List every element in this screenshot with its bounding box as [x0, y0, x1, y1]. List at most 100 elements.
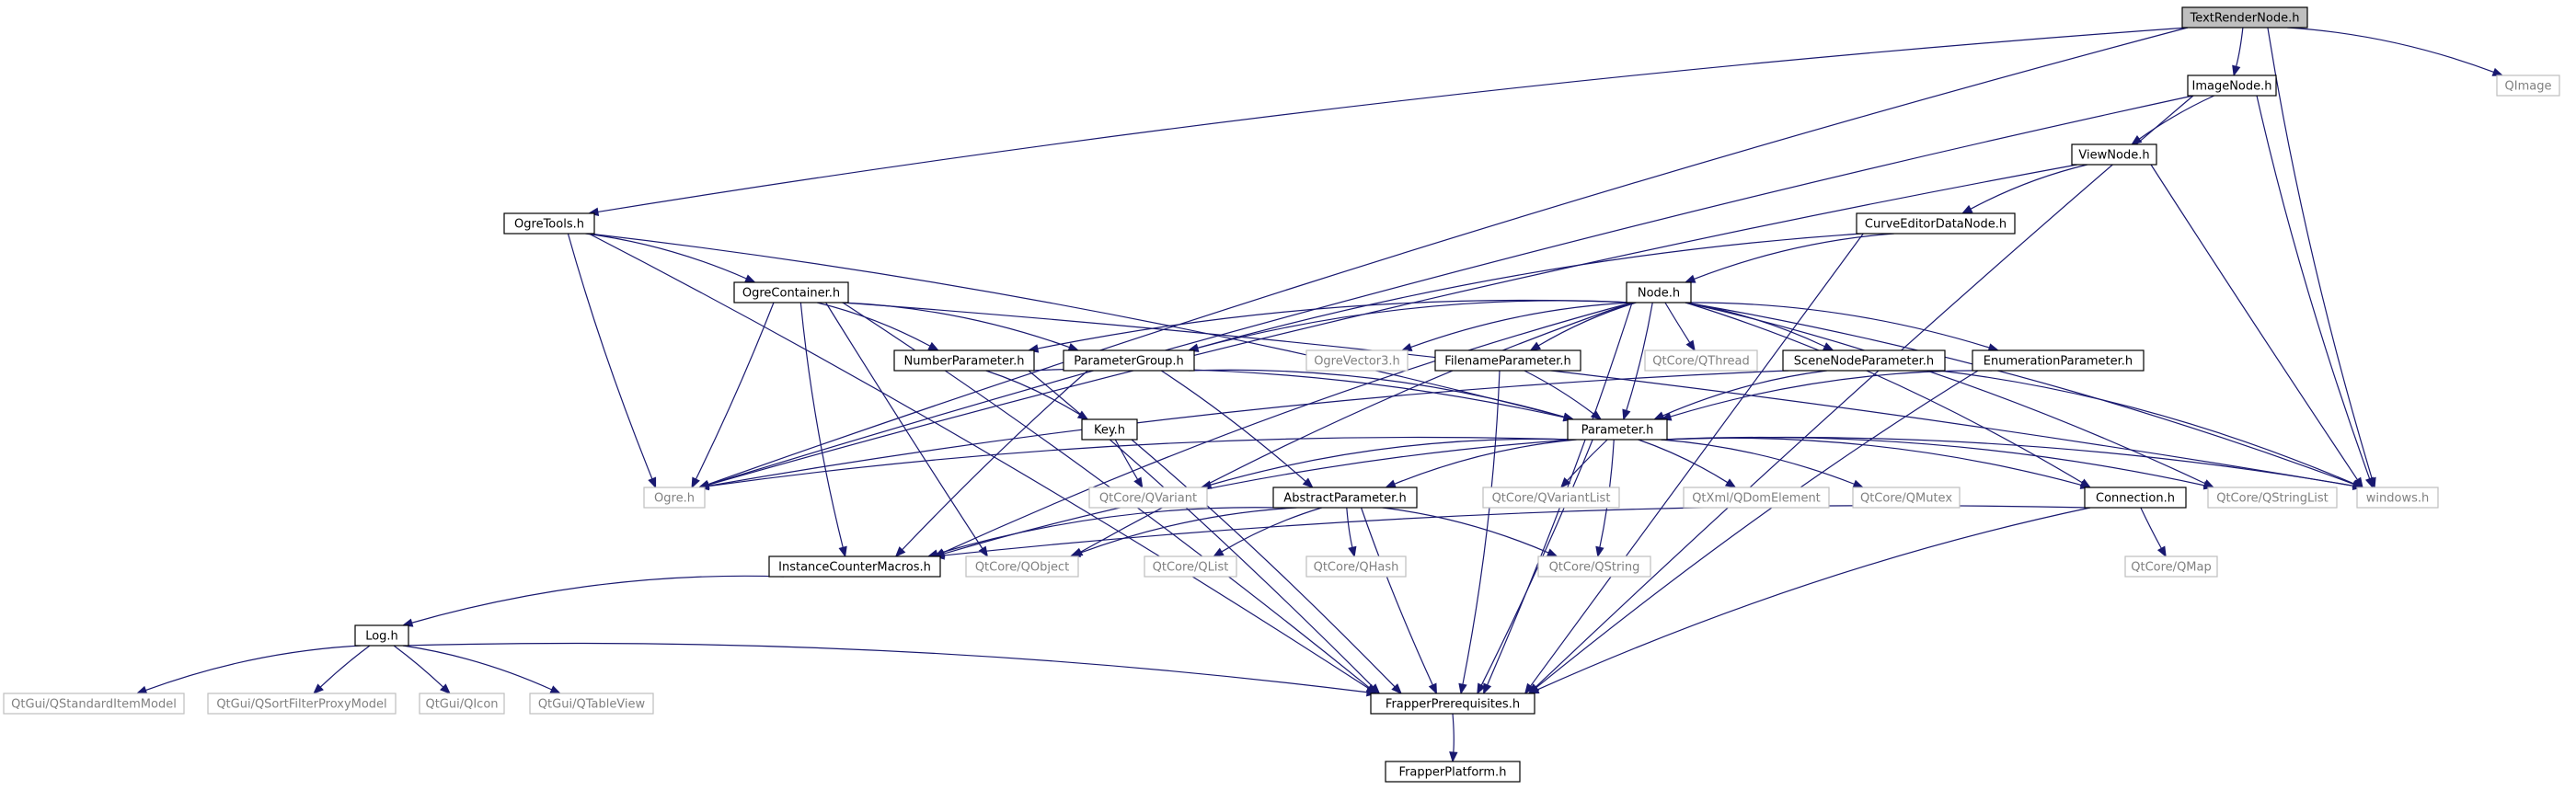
edge-parameter-h-to-qtcore-qmutex — [1661, 439, 1865, 488]
node-label: Node.h — [1638, 287, 1680, 301]
node-box — [1537, 555, 1651, 578]
node-box — [1683, 487, 1830, 509]
node-abstractparameter-h[interactable]: AbstractParameter.h — [1272, 487, 1418, 509]
edge-ogrecontainer-h-to-instancecountermacros-h — [799, 302, 847, 558]
edge-log-h-to-qtgui-qtableview — [402, 645, 562, 694]
node-label: InstanceCounterMacros.h — [778, 561, 931, 575]
node-instancecountermacros-h[interactable]: InstanceCounterMacros.h — [768, 555, 941, 578]
edge-ogretools-h-to-ogre-h — [567, 233, 657, 489]
node-frapperplatform-h[interactable]: FrapperPlatform.h — [1385, 761, 1521, 783]
node-box — [207, 693, 397, 715]
node-box — [1852, 487, 1961, 509]
edge-textrendernode-h-to-windows-h — [2267, 27, 2376, 489]
node-box — [2496, 74, 2560, 97]
node-box — [3, 693, 185, 715]
edge-curveeditordatanode-h-to-parametergroup-h — [1187, 233, 1863, 352]
edge-key-h-to-frapperprerequisites-h — [1131, 439, 1402, 694]
edge-node-h-to-parameter-h — [1622, 302, 1653, 421]
edge-textrendernode-h-to-ogretools-h — [587, 27, 2189, 217]
node-numberparameter-h[interactable]: NumberParameter.h — [893, 349, 1035, 372]
node-label: CurveEditorDataNode.h — [1865, 218, 2007, 232]
node-qtcore-qvariant: QtCore/QVariant — [1088, 487, 1208, 509]
edge-parameter-h-to-qtxml-qdomelement — [1638, 439, 1737, 488]
node-qtgui-qstandarditemmodel: QtGui/QStandardItemModel — [3, 693, 185, 715]
edge-log-h-to-qtgui-qicon — [393, 645, 451, 694]
node-box — [419, 693, 505, 715]
node-label: QtCore/QHash — [1314, 561, 1399, 575]
node-label: QtGui/QStandardItemModel — [11, 698, 177, 712]
node-label: QImage — [2505, 80, 2552, 94]
node-box — [1370, 693, 1535, 715]
node-label: OgreContainer.h — [742, 287, 840, 301]
edge-connection-h-to-frapperprerequisites-h — [1527, 507, 2091, 694]
node-qtcore-qmap: QtCore/QMap — [2124, 555, 2218, 578]
node-ogrecontainer-h[interactable]: OgreContainer.h — [733, 281, 849, 303]
edge-ogrecontainer-h-to-ogre-h — [691, 302, 775, 489]
edge-node-h-to-qtcore-qstringlist — [1685, 302, 2215, 488]
node-log-h[interactable]: Log.h — [354, 624, 409, 647]
edge-textrendernode-h-to-qimage — [2287, 27, 2504, 76]
edge-filenameparameter-h-to-frapperprerequisites-h — [1458, 370, 1501, 695]
node-qtxml-qdomelement: QtXml/QDomElement — [1683, 487, 1830, 509]
node-connection-h[interactable]: Connection.h — [2084, 487, 2187, 509]
edge-viewnode-h-to-windows-h — [2150, 164, 2363, 489]
node-label: AbstractParameter.h — [1283, 492, 1406, 506]
node-parameter-h[interactable]: Parameter.h — [1567, 418, 1668, 441]
node-qtcore-qmutex: QtCore/QMutex — [1852, 487, 1961, 509]
edge-ogrecontainer-h-to-numberparameter-h — [817, 302, 939, 351]
node-parametergroup-h[interactable]: ParameterGroup.h — [1063, 349, 1195, 372]
edge-instancecountermacros-h-to-log-h — [401, 575, 784, 627]
node-label: QtCore/QMap — [2131, 561, 2211, 575]
node-box — [1081, 418, 1138, 441]
edge-abstractparameter-h-to-frapperprerequisites-h — [1360, 507, 1438, 695]
node-imagenode-h[interactable]: ImageNode.h — [2187, 74, 2277, 97]
node-box — [2207, 487, 2338, 509]
node-box — [1088, 487, 1208, 509]
node-ogretools-h[interactable]: OgreTools.h — [503, 212, 595, 235]
edge-ogretools-h-to-ogrecontainer-h — [585, 233, 756, 283]
node-curveeditordatanode-h[interactable]: CurveEditorDataNode.h — [1856, 212, 2016, 235]
edge-curveeditordatanode-h-to-frapperprerequisites-h — [1524, 233, 1864, 695]
node-box — [529, 693, 654, 715]
node-label: FrapperPlatform.h — [1399, 766, 1507, 780]
dependency-edges — [135, 27, 2504, 763]
edge-ogretools-h-to-frapperprerequisites-h — [588, 233, 1378, 694]
node-label: QtGui/QIcon — [425, 698, 498, 712]
node-qtcore-qvariantlist: QtCore/QVariantList — [1482, 487, 1620, 509]
node-box — [643, 487, 706, 509]
node-filenameparameter-h[interactable]: FilenameParameter.h — [1434, 349, 1581, 372]
node-label: QtCore/QMutex — [1860, 492, 1952, 506]
edge-viewnode-h-to-curveeditordatanode-h — [1961, 164, 2088, 214]
node-enumerationparameter-h[interactable]: EnumerationParameter.h — [1972, 349, 2145, 372]
node-qtcore-qlist: QtCore/QList — [1144, 555, 1237, 578]
node-box — [1782, 349, 1946, 372]
node-box — [1972, 349, 2145, 372]
node-label: QtXml/QDomElement — [1692, 492, 1821, 506]
node-box — [2084, 487, 2187, 509]
edge-numberparameter-h-to-frapperprerequisites-h — [1028, 370, 1381, 694]
edge-ogrecontainer-h-to-windows-h — [842, 302, 2364, 490]
node-label: FrapperPrerequisites.h — [1386, 698, 1520, 712]
edge-filenameparameter-h-to-parameter-h — [1524, 370, 1603, 420]
node-viewnode-h[interactable]: ViewNode.h — [2071, 143, 2157, 166]
node-box — [2356, 487, 2439, 509]
node-label: QtCore/QVariant — [1099, 492, 1197, 506]
node-qtcore-qhash: QtCore/QHash — [1305, 555, 1407, 578]
edge-abstractparameter-h-to-qtcore-qstring — [1382, 507, 1558, 557]
node-scenenodeparameter-h[interactable]: SceneNodeParameter.h — [1782, 349, 1946, 372]
node-label: OgreTools.h — [514, 218, 584, 232]
node-box — [1567, 418, 1668, 441]
edge-abstractparameter-h-to-qtcore-qhash — [1346, 507, 1357, 558]
node-qtgui-qtableview: QtGui/QTableView — [529, 693, 654, 715]
node-node-h[interactable]: Node.h — [1626, 281, 1692, 303]
edge-node-h-to-ogrevector3-h — [1400, 302, 1633, 351]
edge-scenenodeparameter-h-to-windows-h — [1938, 370, 2364, 488]
node-textrendernode-h[interactable]: TextRenderNode.h — [2181, 6, 2308, 29]
node-label: ParameterGroup.h — [1074, 355, 1184, 369]
node-qtcore-qobject: QtCore/QObject — [965, 555, 1079, 578]
node-frapperprerequisites-h[interactable]: FrapperPrerequisites.h — [1370, 693, 1535, 715]
edge-parameter-h-to-windows-h — [1661, 436, 2364, 490]
node-key-h[interactable]: Key.h — [1081, 418, 1138, 441]
node-qtgui-qicon: QtGui/QIcon — [419, 693, 505, 715]
